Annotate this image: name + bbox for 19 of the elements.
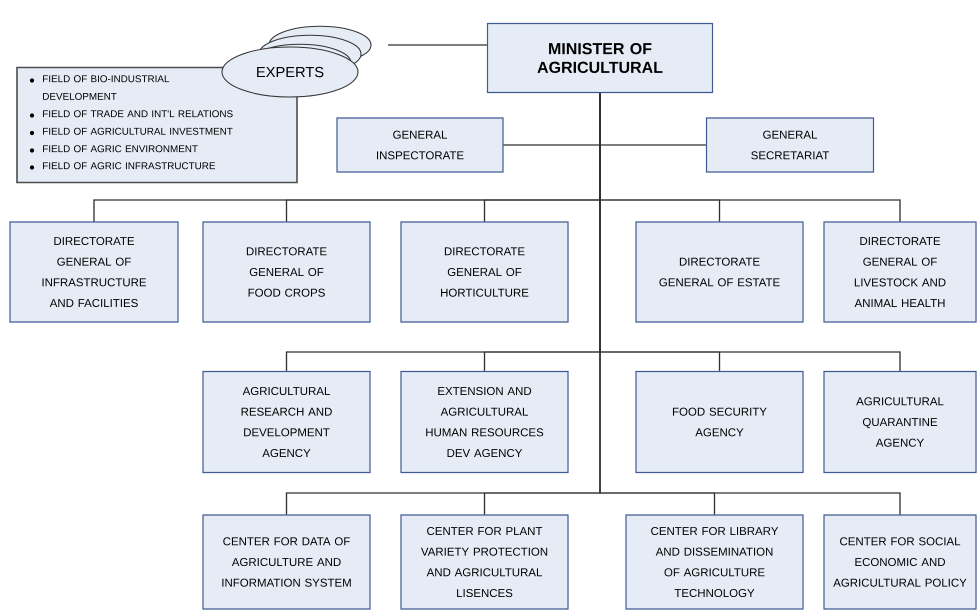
unit-box: DIRECTORATE GENERAL OF FOOD CROPS	[202, 221, 371, 323]
connector-line	[599, 93, 901, 514]
unit-box: GENERAL SECRETARIAT	[706, 117, 874, 173]
unit-box: CENTER FOR PLANT VARIETY PROTECTION AND AGRICULTURAL LISENCES	[400, 514, 569, 610]
unit-box: FOOD SECURITY AGENCY	[635, 370, 804, 474]
unit-box: CENTER FOR SOCIAL ECONOMIC AND AGRICULTURAL POLICY	[823, 514, 977, 610]
unit-box: DIRECTORATE GENERAL OF HORTICULTURE	[400, 221, 569, 323]
unit-box: GENERAL INSPECTORATE	[336, 117, 504, 173]
unit-box: DIRECTORATE GENERAL OF INFRASTRUCTURE AND FACILITIES	[9, 221, 179, 323]
unit-box: EXTENSION AND AGRICULTURAL HUMAN RESOURCES DEV AGENCY	[400, 370, 569, 474]
unit-box: CENTER FOR DATA OF AGRICULTURE AND INFORMATION SYSTEM	[202, 514, 371, 610]
unit-box: CENTER FOR LIBRARY AND DISSEMINATION OF AGRICULTURE TECHNOLOGY	[625, 514, 804, 610]
unit-box: DIRECTORATE GENERAL OF ESTATE	[635, 221, 804, 323]
connector-line	[388, 44, 487, 46]
ellipse-stack: EXPERTS	[221, 26, 372, 98]
title-box: MINISTER OF AGRICULTURAL	[486, 22, 714, 94]
unit-box: DIRECTORATE GENERAL OF LIVESTOCK AND ANIMAL HEALTH	[823, 221, 977, 323]
unit-box: AGRICULTURAL QUARANTINE AGENCY	[823, 370, 977, 474]
unit-box: AGRICULTURAL RESEARCH AND DEVELOPMENT AGENCY	[202, 370, 371, 474]
